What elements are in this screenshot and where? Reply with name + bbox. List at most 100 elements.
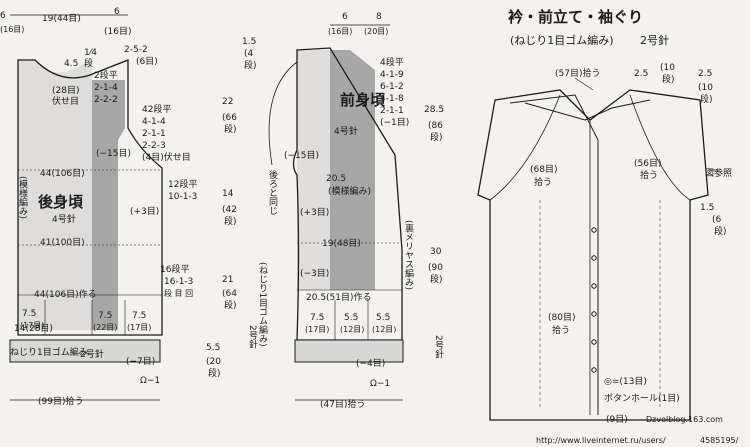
back-bc2: 7.5 xyxy=(98,311,112,321)
back-neck-top: 2-5-2 xyxy=(124,45,148,55)
back-rib-needle: 2号針 xyxy=(80,348,104,360)
back-rib-h: 2号針 xyxy=(247,325,258,350)
asm-url: http://www.liveinternet.ru/users/ xyxy=(536,436,666,445)
front-w: 19(48目) xyxy=(322,238,361,249)
back-sideflat: 12段平 xyxy=(168,178,197,190)
button-mark xyxy=(591,255,597,261)
front-inc: (+3目) xyxy=(300,207,329,218)
front-left-sts: (16目) xyxy=(328,27,352,36)
asm-watermark: Dzvolblog.163.com xyxy=(646,415,723,424)
back-armhole-d3: 2-2-3 xyxy=(142,141,166,151)
back-h3: 14 xyxy=(222,189,234,199)
back-edge-sts: (16目) xyxy=(0,25,24,34)
front-bl-sts: (17目) xyxy=(305,325,329,334)
asm-front-edge: (68目) xyxy=(530,164,557,175)
front-h2: 30 xyxy=(430,247,442,257)
front-h2r2: 段) xyxy=(430,273,443,285)
back-h5r: (20 xyxy=(206,357,221,367)
back-br-sts: (17目) xyxy=(127,323,151,332)
back-bl: 7.5 xyxy=(22,309,36,319)
asm-armhole: (56目) xyxy=(634,158,661,169)
front-curve-line xyxy=(268,61,298,166)
back-armhole-d1: 4-1-4 xyxy=(142,117,166,127)
front-right: 8 xyxy=(376,12,382,22)
back-h2: 22 xyxy=(222,97,233,107)
front-rib-dec: (−4目) xyxy=(356,358,385,369)
button-mark xyxy=(591,283,597,289)
front-rib-band xyxy=(294,339,404,363)
front-needle: 4号針 xyxy=(334,125,358,137)
front-h3: 2号針 xyxy=(433,335,444,360)
back-side2: 16-1-3 xyxy=(164,277,193,287)
back-bottom-w: 44(106目)作る xyxy=(34,288,97,300)
assembly-collar xyxy=(524,99,651,121)
front-bc-sts: (12目) xyxy=(340,325,364,334)
back-name: 後身頃 xyxy=(37,193,84,211)
front-left-shade xyxy=(297,50,330,290)
back-pickup: (99目)拾う xyxy=(38,395,83,407)
back-rib-note: Ω−1 xyxy=(140,376,160,386)
asm-front-edge2: 拾う xyxy=(534,176,552,188)
front-dec2: (−3目) xyxy=(300,268,329,279)
front-pattern-w: 20.5 xyxy=(326,174,346,184)
front-rib: (ねじり1目ゴム編み) xyxy=(257,262,268,347)
back-armhole-d2: 2-1-1 xyxy=(142,129,166,139)
title-line1: 衿・前立て・袖ぐり xyxy=(508,8,643,26)
front-armhole-d4: 2-1-1 xyxy=(380,106,404,116)
front-mid-dec: (−15目) xyxy=(284,150,319,161)
neck-leader xyxy=(574,77,594,91)
front-h1: 28.5 xyxy=(424,105,444,115)
back-neck-flat: 2段平 xyxy=(94,69,118,81)
back-h4r2: 段) xyxy=(224,299,237,311)
front-right-sts: (20目) xyxy=(364,27,388,36)
back-h3r: (42 xyxy=(222,205,237,215)
asm-sh-l-r: (10 xyxy=(660,63,675,73)
asm-sh-r: 2.5 xyxy=(698,69,712,79)
back-shoulder: 6 xyxy=(114,7,120,17)
front-pickup: (47目)拾う xyxy=(320,398,365,410)
button-mark xyxy=(591,227,597,233)
asm-edge-h: 1.5 xyxy=(700,203,714,213)
front-name-1: 前身頃 xyxy=(340,91,386,109)
front-pattern: (模様編み) xyxy=(328,185,371,197)
button-column xyxy=(591,227,597,373)
back-neck-dec2: 2-2-2 xyxy=(94,95,118,105)
asm-button: ◎=(13目) xyxy=(604,376,647,387)
front-bottom-w: 20.5(51目)作る xyxy=(306,291,372,303)
assembly-neck-band xyxy=(509,94,599,415)
button-mark xyxy=(591,367,597,373)
front-armhole-d3: 4-1-8 xyxy=(380,94,404,104)
back-bc: 14(28目) xyxy=(14,323,53,334)
asm-ref: 図参照 xyxy=(705,167,732,179)
button-mark xyxy=(591,311,597,317)
asm-sh-l-r2: 段) xyxy=(662,73,675,85)
back-side: 10-1-3 xyxy=(168,192,197,202)
back-needle: 4号針 xyxy=(52,213,76,225)
back-inc: (+3目) xyxy=(130,206,159,217)
back-armhole-bind: (4目)伏せ目 xyxy=(142,151,191,163)
back-top-width: 19(44目) xyxy=(42,13,81,24)
back-pattern: (模様編み) xyxy=(17,176,28,219)
back-neck-w: 4.5 xyxy=(64,59,78,69)
back-h5: 5.5 xyxy=(206,343,220,353)
asm-sh-r-r2: 段) xyxy=(700,93,713,105)
front-br: 5.5 xyxy=(376,313,390,323)
asm-sh-l: 2.5 xyxy=(634,69,648,79)
front-h1r: (86 xyxy=(428,121,443,131)
back-br: 7.5 xyxy=(132,311,146,321)
asm-lower2: 拾う xyxy=(552,324,570,336)
back-w2: 41(100目) xyxy=(40,237,85,248)
front-armhole-d1: 4-1-9 xyxy=(380,70,404,80)
front-rib-note: Ω−1 xyxy=(370,379,390,389)
assembly-armhole-l xyxy=(489,94,561,201)
back-sideflat2: 16段平 xyxy=(160,263,189,275)
asm-sh-r-r: (10 xyxy=(698,83,713,93)
back-h2r2: 段) xyxy=(224,123,237,135)
front-bl: 7.5 xyxy=(310,313,324,323)
back-rib: ねじり1目ゴム編み xyxy=(10,346,88,358)
assembly-piece xyxy=(477,77,720,421)
front-armhole-flat: 4段平 xyxy=(380,56,404,68)
back-rib-band xyxy=(9,339,161,363)
back-rows: 段 目 回 xyxy=(164,288,193,298)
